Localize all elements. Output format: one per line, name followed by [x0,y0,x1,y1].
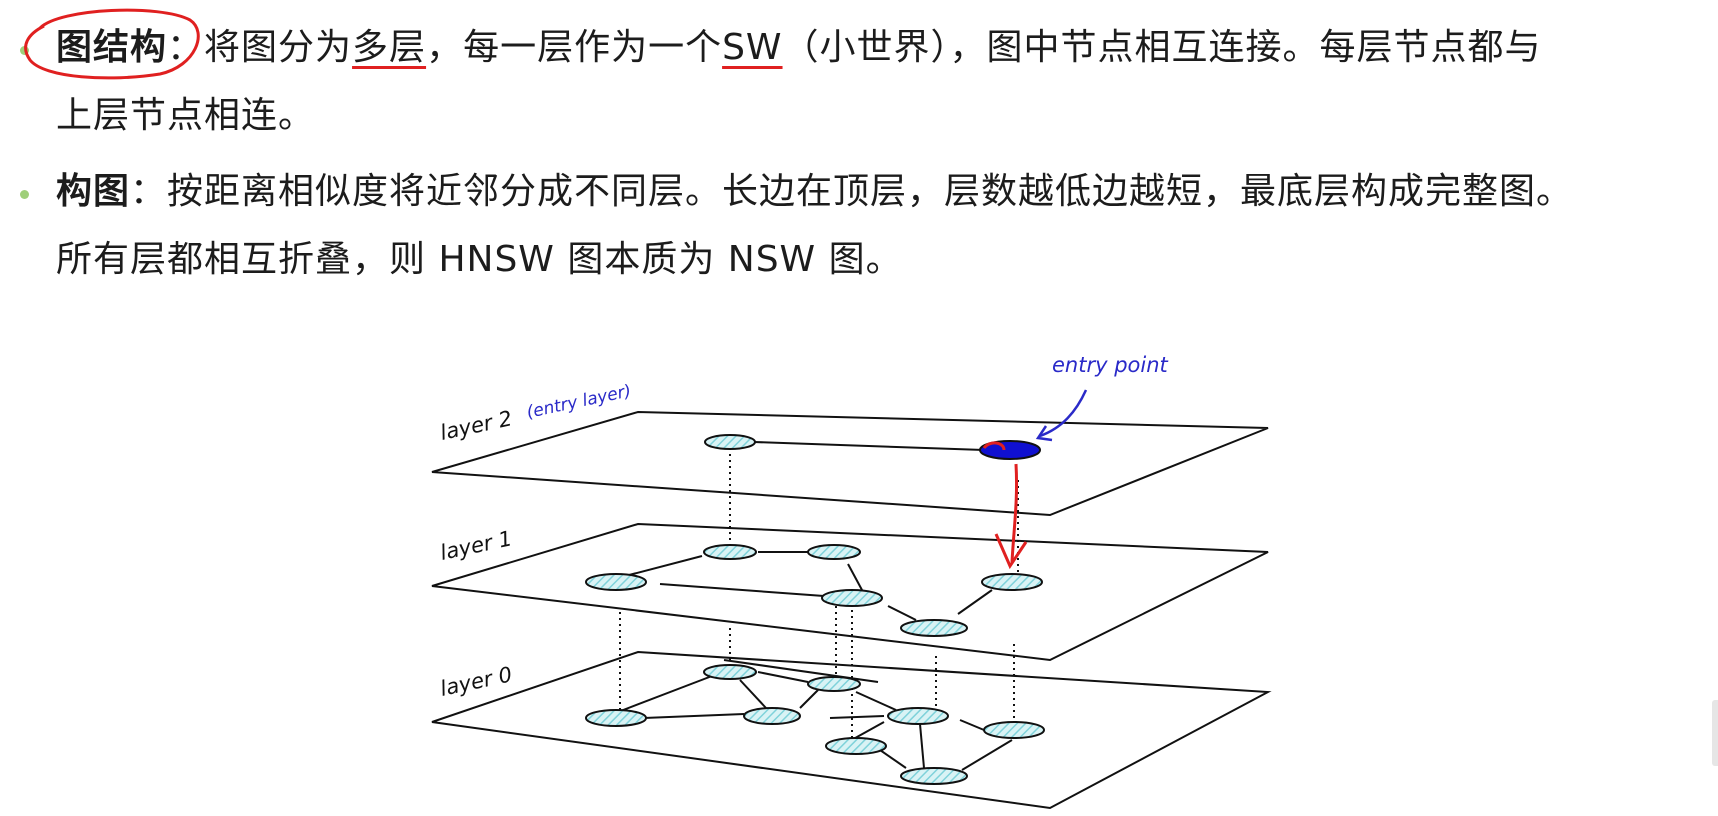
term-graph-construction: 构图 [56,171,131,212]
node [887,707,949,725]
node [703,664,757,680]
bullet-1-line-2: 上层节点相连。 [56,95,316,136]
node [585,573,647,591]
entry-pointer-arrow [1039,389,1088,438]
bullet-2-line-1: 构图：按距离相似度将近邻分成不同层。长边在顶层，层数越低边越短，最底层构成完整图… [56,171,1574,212]
node [983,721,1045,739]
node [807,544,861,560]
underlined-sw: SW [722,27,783,68]
red-circle-annotation [24,8,200,80]
layer-2-label: layer 2 [438,406,514,445]
node [900,767,968,785]
layer-2-note: (entry layer) [525,381,633,423]
bullet-2-line-2: 所有层都相互折叠，则 HNSW 图本质为 NSW 图。 [56,239,903,280]
bullet-dot [20,190,29,199]
node [900,619,968,637]
node [743,707,801,725]
node [704,434,756,450]
descent-arrow [1010,463,1019,563]
term-graph-structure: 图结构 [56,27,168,68]
node [821,589,883,607]
layer-0-plane [431,650,1272,810]
entry-point-label: entry point [1052,353,1169,377]
entry-node [979,440,1041,460]
underlined-multilayer: 多层 [352,27,427,68]
node [807,676,861,692]
node [981,573,1043,591]
layer-0-edges [617,659,1013,771]
node [703,544,757,560]
layer-1-label: layer 1 [438,526,514,565]
scroll-edge [1712,700,1718,766]
layer-0-label: layer 0 [438,662,514,701]
node [825,737,887,755]
node [585,709,647,727]
layer-2-plane [431,410,1269,517]
graph-nodes [585,434,1045,785]
